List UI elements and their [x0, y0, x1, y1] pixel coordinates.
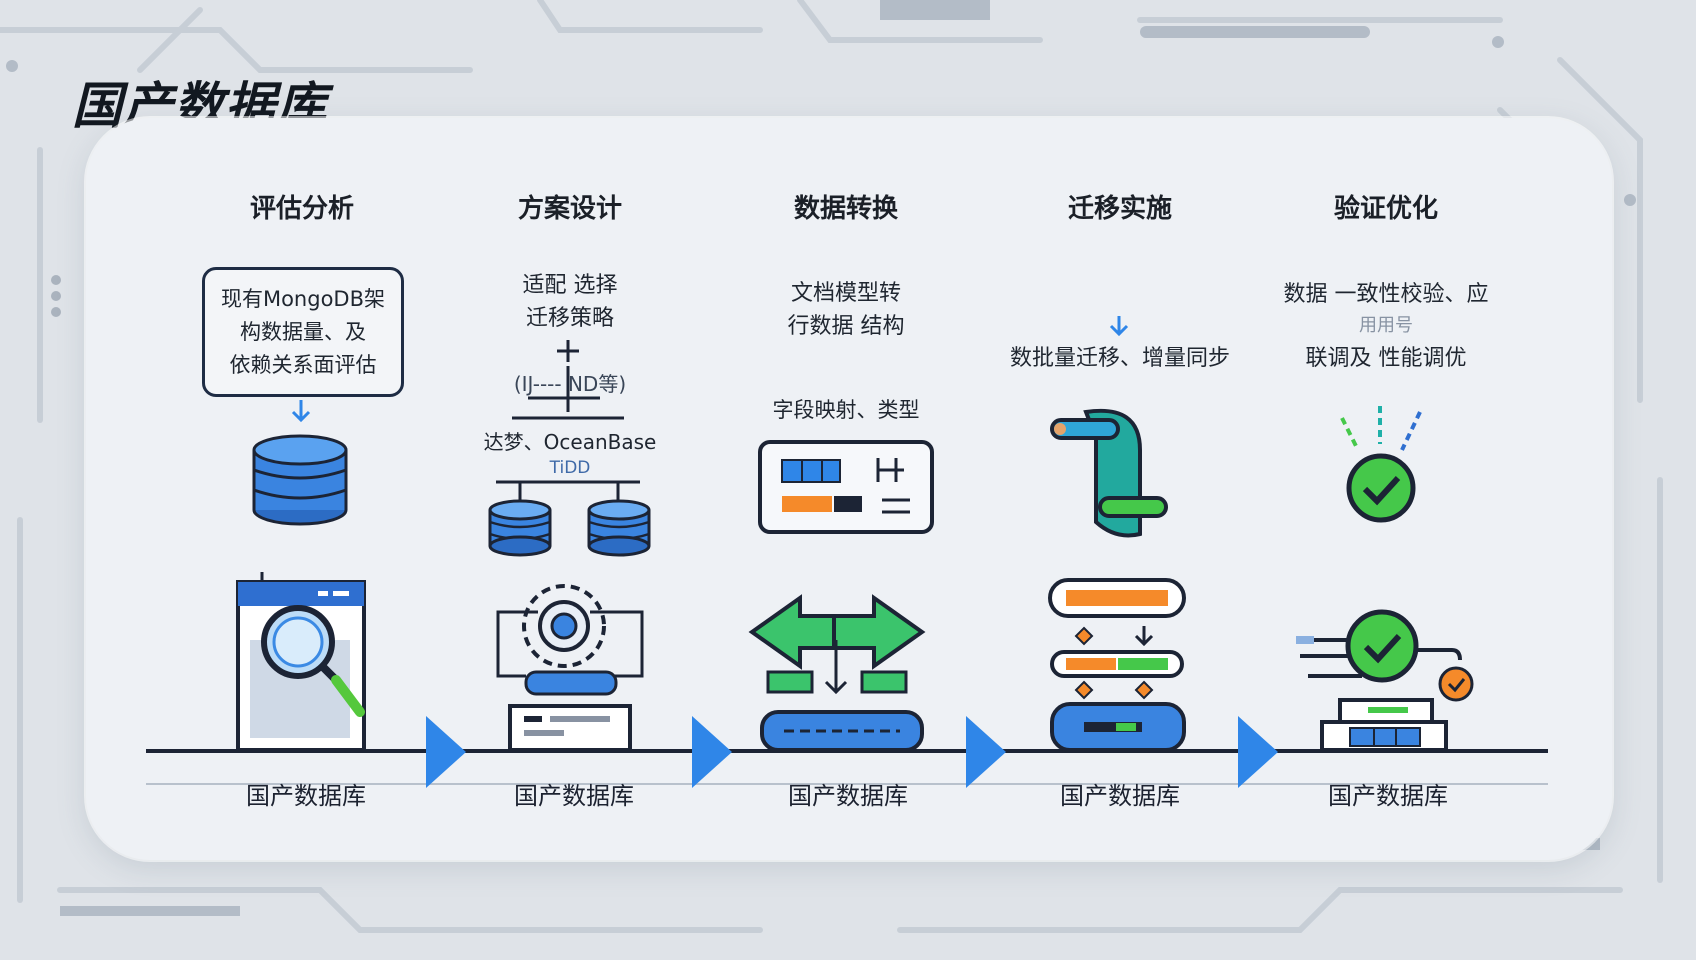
branch-connector-icon [496, 366, 640, 500]
spark-lines-icon [1340, 406, 1422, 451]
step-bottom-label: 国产数据库 [1060, 782, 1180, 810]
evaluate-description-box: 现有MongoDB架 构数据量、及 依赖关系面评估 [202, 267, 404, 397]
evaluate-desc-line: 现有MongoDB架 [220, 286, 386, 311]
plus-icon [557, 340, 579, 362]
step-title-evaluate: 评估分析 [249, 194, 354, 224]
flow-arrow-icon [692, 716, 732, 788]
design-db-names: 达梦、OceanBase [483, 430, 657, 454]
step-title-migrate: 迁移实施 [1067, 194, 1172, 224]
arrow-down-icon [291, 400, 311, 423]
evaluate-desc-line: 构数据量、及 [239, 319, 366, 344]
convert-desc-line: 行数据 结构 [787, 314, 905, 339]
convert-desc-line: 文档模型转 [790, 281, 901, 306]
convert-description: 文档模型转 行数据 结构 [746, 277, 946, 343]
design-description: 适配 选择 迁移策略 [470, 269, 670, 335]
server-magnifier-icon [236, 572, 366, 752]
flow-arrow-icon [966, 716, 1006, 788]
step-bottom-label: 国产数据库 [788, 782, 908, 810]
exchange-arrows-icon [748, 594, 926, 752]
verify-desc-line: 数据 一致性校验、应 [1283, 282, 1489, 307]
step-title-convert: 数据转换 [793, 194, 898, 224]
verify-desc-line: 联调及 性能调优 [1305, 346, 1467, 371]
arrow-down-icon [1109, 316, 1129, 337]
check-circle-icon [1346, 453, 1416, 523]
step-bottom-label: 国产数据库 [1328, 782, 1448, 810]
convert-sub-line: 字段映射、类型 [772, 398, 920, 422]
table-mapping-icon [758, 440, 934, 534]
flow-arrow-icon [426, 716, 466, 788]
migration-stack-icon [1048, 578, 1186, 752]
step-bottom-label: 国产数据库 [514, 782, 634, 810]
flow-arrow-icon [1238, 716, 1278, 788]
gear-server-icon [496, 584, 644, 752]
evaluate-desc-line: 依赖关系面评估 [229, 352, 377, 377]
verify-faint-line: 用用号 [1359, 315, 1413, 336]
migrate-desc-line: 数批量迁移、增量同步 [1009, 346, 1230, 371]
design-db-sub: TiDD [549, 458, 591, 478]
step-bottom-label: 国产数据库 [246, 782, 366, 810]
design-desc-line: 适配 选择 [522, 273, 618, 298]
design-db-line: (IJ---- ND等) [513, 372, 627, 396]
step-title-verify: 验证优化 [1333, 194, 1438, 224]
database-icon [252, 434, 348, 526]
database-icon [587, 499, 651, 557]
verified-server-icon [1296, 609, 1474, 752]
database-icon [488, 499, 552, 557]
design-desc-line: 迁移策略 [525, 306, 614, 331]
pipe-transfer-icon [1050, 408, 1168, 538]
step-title-design: 方案设计 [517, 194, 622, 224]
timeline-shadow-line [146, 783, 1548, 785]
